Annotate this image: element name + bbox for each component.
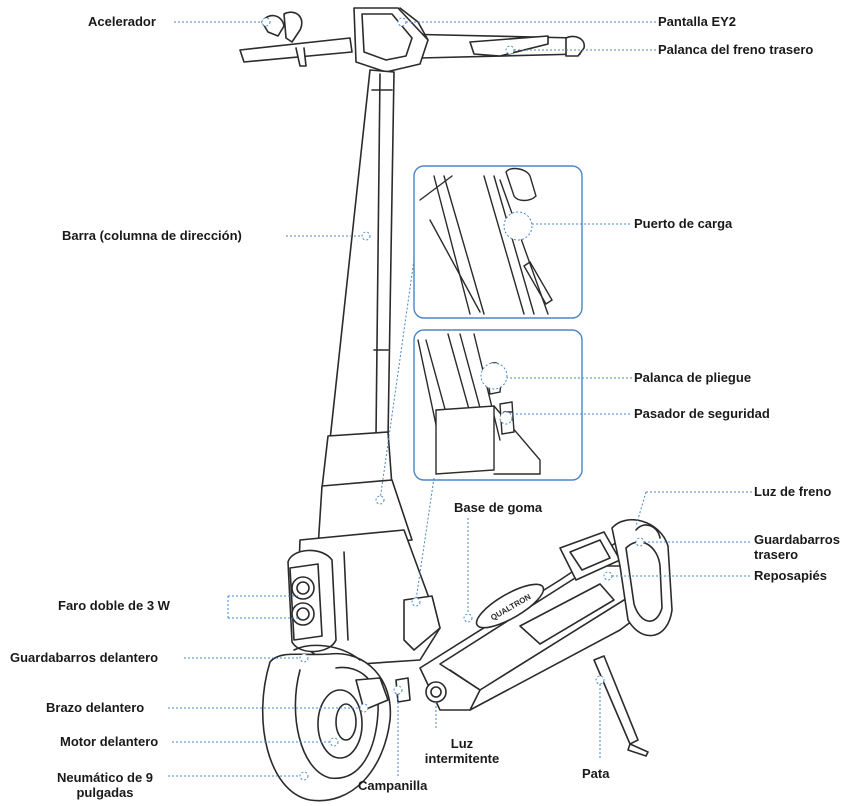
brake-light-shape: [635, 524, 661, 539]
front-wheel: [261, 644, 392, 802]
display-housing: [353, 7, 429, 73]
right-grip: [565, 35, 585, 57]
handlebar: [239, 7, 585, 73]
deck-logo-badge: [475, 583, 545, 629]
label-accelerator: Acelerador: [88, 14, 156, 29]
label-footrest: Reposapiés: [754, 568, 827, 583]
deck: [395, 531, 661, 711]
label-headlight: Faro doble de 3 W: [58, 598, 170, 613]
label-rubber-base: Base de goma: [454, 500, 543, 515]
label-front-fender: Guardabarros delantero: [10, 650, 159, 665]
label-front-arm: Brazo delantero: [46, 700, 145, 715]
label-rear-brake-lever: Palanca del freno trasero: [658, 42, 814, 57]
label-safety-pin: Pasador de seguridad: [634, 406, 770, 421]
label-front-motor: Motor delantero: [60, 734, 159, 749]
label-brake-light: Luz de freno: [754, 484, 832, 499]
stem-collar: [321, 431, 393, 489]
headlight-bottom-lamp: [291, 602, 315, 626]
label-charging-port: Puerto de carga: [634, 216, 733, 231]
bell-shape: [395, 677, 411, 703]
headlight-top-lamp: [291, 576, 315, 600]
stem: [317, 69, 413, 549]
label-bell: Campanilla: [358, 778, 428, 793]
leader-lines: [168, 21, 752, 778]
front-head: [287, 529, 441, 667]
label-fold-lever: Palanca de pliegue: [634, 370, 752, 385]
rear-wheel: [611, 519, 673, 637]
blinker-lamp: [425, 681, 447, 703]
label-blinker-light: Luz intermitente: [424, 736, 500, 766]
label-rear-fender: Guardabarros trasero: [754, 532, 840, 562]
kickstand: [593, 655, 649, 757]
label-display: Pantalla EY2: [658, 14, 737, 29]
front-arm-shape: [355, 677, 389, 711]
leader-markers: [261, 17, 645, 781]
label-tire: Neumático de 9 pulgadas: [56, 770, 154, 800]
label-stem: Barra (columna de dirección): [62, 228, 242, 243]
label-kickstand: Pata: [582, 766, 610, 781]
rubber-block: [403, 595, 441, 651]
